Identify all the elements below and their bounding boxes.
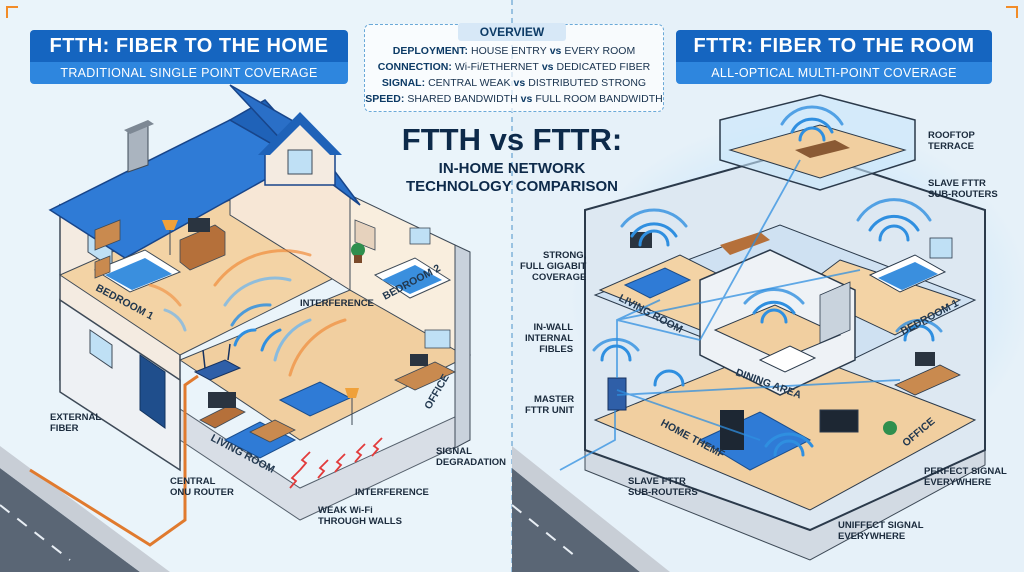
overview-fttr-value: DISTRIBUTED STRONG xyxy=(528,77,647,89)
overview-ftth-value: Wi-Fi/ETHERNET xyxy=(454,61,539,73)
overview-ftth-value: CENTRAL WEAK xyxy=(428,77,511,89)
overview-fttr-value: EVERY ROOM xyxy=(564,45,636,57)
label-strong-coverage: STRONG, FULL GIGABIT COVERAGE xyxy=(520,250,587,283)
label-slave-routers-bottom: SLAVE FTTR SUB-ROUTERS xyxy=(628,476,698,498)
overview-ftth-value: HOUSE ENTRY xyxy=(471,45,547,57)
central-onu-router xyxy=(193,359,242,381)
right-street xyxy=(511,446,670,572)
label-interference-bottom: INTERFERENCE xyxy=(355,487,429,498)
fttr-title: FTTR: FIBER TO THE ROOM xyxy=(676,30,992,62)
label-external-fiber: EXTERNAL FIBER xyxy=(50,412,102,434)
label-interference-top: INTERFERENCE xyxy=(300,298,374,309)
label-weak-wifi: WEAK Wi-Fi THROUGH WALLS xyxy=(318,505,402,527)
overview-fttr-value: DEDICATED FIBER xyxy=(556,61,651,73)
overview-title: OVERVIEW xyxy=(458,23,566,41)
overview-vs: vs xyxy=(520,93,533,105)
overview-vs: vs xyxy=(541,61,554,73)
fttr-building xyxy=(559,94,1024,561)
overview-key: SIGNAL: xyxy=(381,77,426,89)
center-subtitle-line1: IN-HOME NETWORK xyxy=(438,160,586,177)
label-uniffect-signal: UNIFFECT SIGNAL EVERYWHERE xyxy=(838,520,924,542)
overview-vs: vs xyxy=(549,45,562,57)
interference-zigzags xyxy=(289,437,383,489)
ftth-wifi-waves xyxy=(148,249,347,377)
center-title: FTTH vs FTTR: xyxy=(401,122,623,157)
ftth-title: FTTH: FIBER TO THE HOME xyxy=(30,30,348,62)
overview-key: DEPLOYMENT: xyxy=(392,45,469,57)
overview-fttr-value: FULL ROOM BANDWIDTH xyxy=(535,93,663,105)
label-perfect-signal: PERFECT SIGNAL EVERYWHERE xyxy=(924,466,1007,488)
overview-key: CONNECTION: xyxy=(377,61,452,73)
overview-row-signal: SIGNAL: CENTRAL WEAK vs DISTRIBUTED STRO… xyxy=(371,77,657,89)
fttr-subtitle: ALL-OPTICAL MULTI-POINT COVERAGE xyxy=(676,62,992,84)
label-slave-routers-top: SLAVE FTTR SUB-ROUTERS xyxy=(928,178,998,200)
corner-accent-top-left xyxy=(6,6,18,18)
label-signal-degradation: SIGNAL DEGRADATION xyxy=(436,446,507,468)
overview-row-speed: SPEED: SHARED BANDWIDTH vs FULL ROOM BAN… xyxy=(365,93,662,105)
overview-row-connection: CONNECTION: Wi-Fi/ETHERNET vs DEDICATED … xyxy=(371,61,657,73)
overview-box: OVERVIEW DEPLOYMENT: HOUSE ENTRY vs EVER… xyxy=(364,23,664,112)
corner-accent-top-right xyxy=(1006,6,1018,18)
label-rooftop-terrace: ROOFTOP TERRACE xyxy=(928,130,975,152)
ftth-subtitle: TRADITIONAL SINGLE POINT COVERAGE xyxy=(30,62,348,84)
label-inwall-fibles: IN-WALL INTERNAL FIBLES xyxy=(525,322,574,355)
overview-ftth-value: SHARED BANDWIDTH xyxy=(407,93,518,105)
label-master-unit: MASTER FTTR UNIT xyxy=(525,394,575,416)
center-subtitle-line2: TECHNOLOGY COMPARISON xyxy=(406,178,618,195)
fttr-wifi-waves xyxy=(592,105,943,457)
internal-fiber-lines xyxy=(559,159,901,471)
external-fiber-line xyxy=(29,374,199,547)
ftth-house xyxy=(29,84,472,547)
overview-row-deployment: DEPLOYMENT: HOUSE ENTRY vs EVERY ROOM xyxy=(371,45,657,57)
overview-key: SPEED: xyxy=(365,93,405,105)
label-central-onu: CENTRAL ONU ROUTER xyxy=(170,476,234,498)
overview-vs: vs xyxy=(513,77,526,89)
